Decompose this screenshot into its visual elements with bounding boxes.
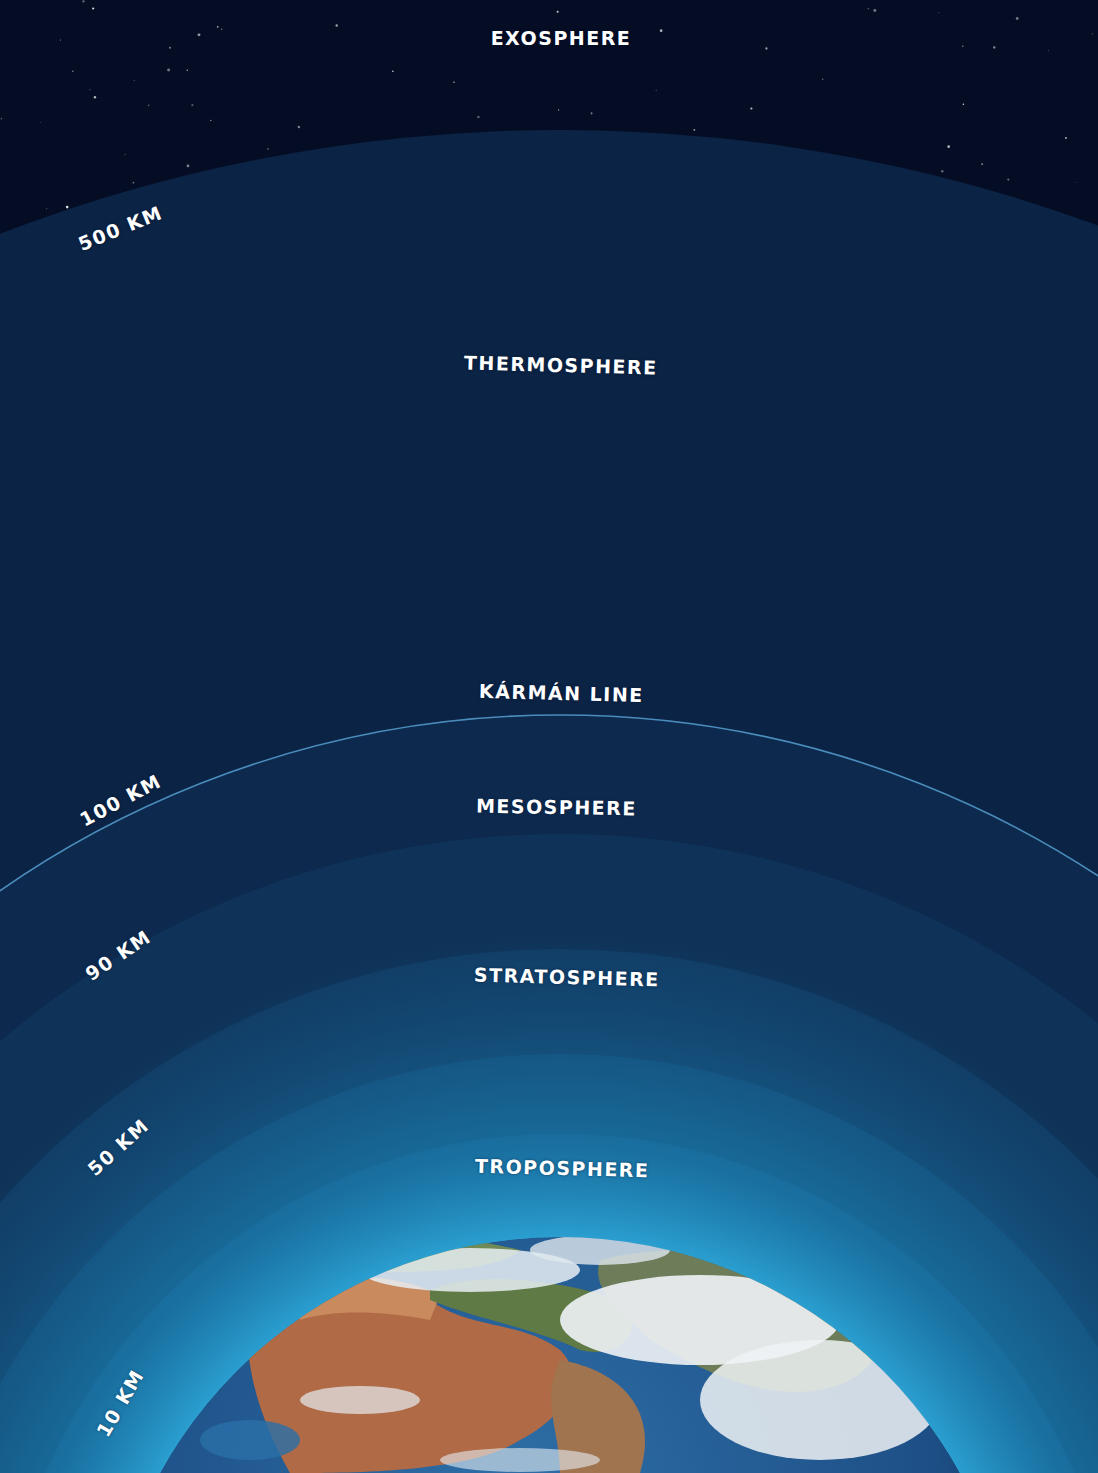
star [133, 182, 135, 184]
star [191, 104, 193, 106]
star [962, 45, 963, 46]
star [66, 206, 69, 209]
star [993, 46, 995, 48]
star [557, 11, 559, 13]
star [221, 29, 222, 30]
star [750, 107, 752, 109]
layer-name: EXOSPHERE [491, 27, 632, 49]
star [217, 26, 219, 28]
star [660, 29, 663, 32]
star [947, 145, 950, 148]
star [187, 70, 188, 71]
star [1065, 137, 1067, 139]
atmosphere-glow [0, 934, 1098, 1473]
star [477, 116, 480, 119]
star [187, 165, 190, 168]
star [981, 163, 983, 165]
layer-name: MESOSPHERE [475, 795, 636, 820]
star [822, 78, 823, 79]
star [655, 89, 657, 91]
star [868, 8, 869, 9]
karman-line [0, 715, 1098, 1473]
star [938, 12, 940, 14]
star [591, 112, 593, 114]
thermosphere-band [0, 130, 1098, 1473]
star [92, 7, 94, 9]
star [148, 105, 150, 107]
star [89, 89, 91, 91]
star [1007, 178, 1009, 180]
star [558, 109, 559, 110]
layer-name: TROPOSPHERE [475, 1155, 650, 1182]
star [1076, 182, 1078, 184]
star [1, 118, 3, 120]
earth [103, 1235, 1017, 1473]
star [94, 96, 96, 98]
star [198, 33, 201, 36]
star [963, 104, 964, 105]
star [124, 154, 125, 155]
star [765, 47, 767, 49]
boundary-name: KÁRMÁN LINE [478, 680, 643, 706]
mesosphere-inner-band [0, 834, 1098, 1473]
star [873, 9, 876, 12]
star [298, 126, 300, 128]
star [392, 71, 394, 73]
star [1047, 50, 1049, 52]
star [72, 70, 74, 72]
star [693, 129, 695, 131]
star [267, 148, 269, 150]
star [82, 0, 84, 2]
star [210, 120, 211, 121]
star [1016, 17, 1019, 20]
star [169, 47, 171, 49]
star [167, 69, 170, 72]
star [453, 82, 454, 83]
star [40, 121, 42, 123]
star [60, 39, 61, 40]
star [1092, 33, 1093, 34]
mesosphere-band [0, 715, 1098, 1473]
star [46, 208, 47, 209]
star [133, 79, 135, 81]
star [941, 170, 943, 172]
star [336, 24, 338, 26]
